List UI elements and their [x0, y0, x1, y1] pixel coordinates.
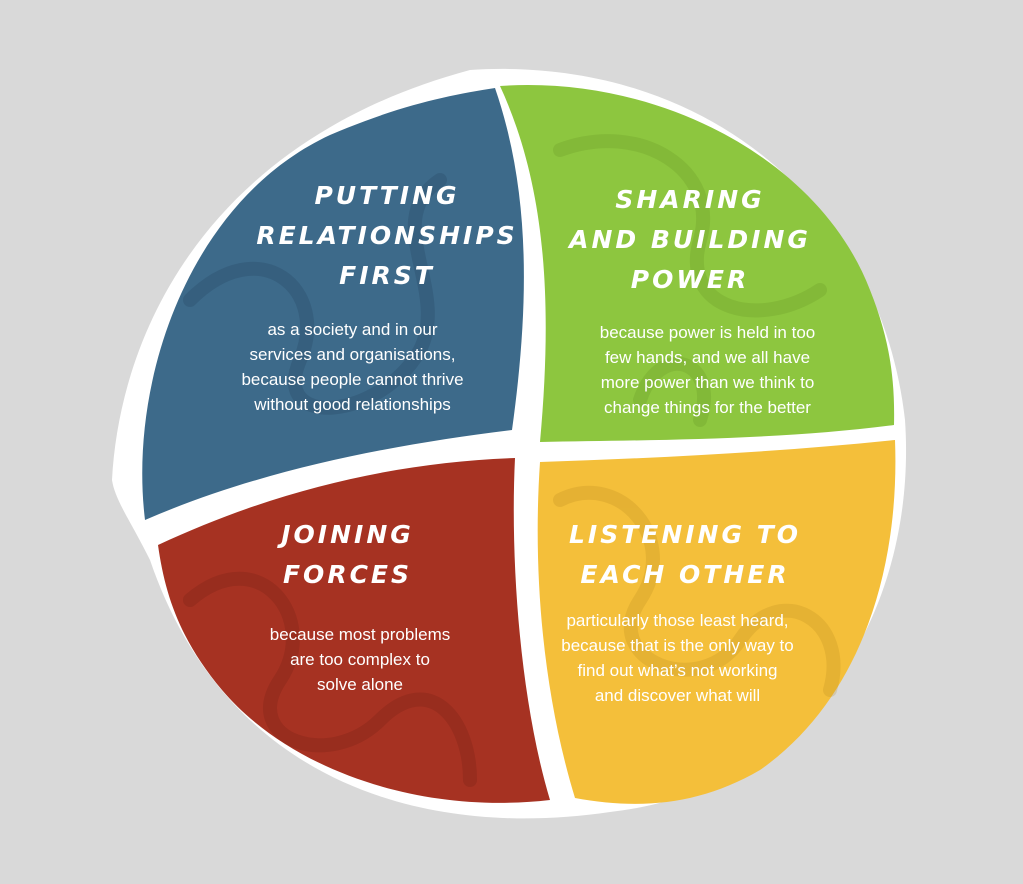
quadrant-relationships [142, 88, 524, 520]
squiggle-power [553, 134, 827, 427]
quadrant-listening-body: particularly those least heard, because … [561, 611, 794, 705]
quadrant-relationships-body: as a society and in our services and org… [241, 320, 464, 414]
squiggle-joining [183, 571, 477, 787]
quadrant-power-title: Sharing and building power [569, 185, 811, 294]
quadrant-joining-title: Joining forces [281, 520, 414, 589]
quadrant-power-body: because power is held in too few hands, … [599, 323, 816, 417]
quadrant-joining-body: because most problems are too complex to… [269, 625, 451, 694]
quadrant-joining [158, 458, 550, 803]
decorative-squiggles [183, 134, 841, 787]
squiggle-listening [553, 485, 841, 697]
quadrant-listening-title: Listening to each other [568, 520, 802, 589]
quadrant-power [500, 85, 895, 443]
quadrant-relationships-title: Putting relationships first [256, 181, 518, 290]
quadrant-listening [537, 440, 896, 804]
squiggle-relationships [183, 173, 447, 415]
